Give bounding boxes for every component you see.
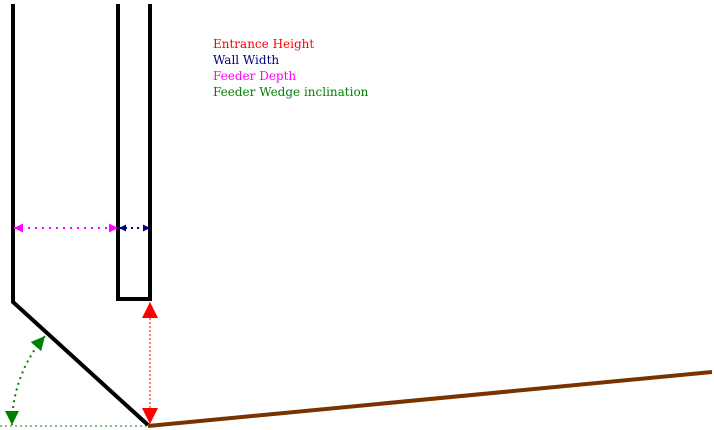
- legend-wall-width: Wall Width: [213, 53, 280, 67]
- wedge-inclination-arc: [4, 335, 46, 426]
- legend-feeder-wedge-inclination: Feeder Wedge inclination: [213, 85, 369, 99]
- floor-line: [147, 370, 713, 428]
- legend-feeder-depth: Feeder Depth: [213, 69, 297, 83]
- outer-wall-with-wedge: [11, 4, 150, 427]
- legend-entrance-height: Entrance Height: [213, 37, 315, 51]
- inner-wall: [116, 4, 152, 301]
- legend: Entrance Height Wall Width Feeder Depth …: [213, 36, 368, 100]
